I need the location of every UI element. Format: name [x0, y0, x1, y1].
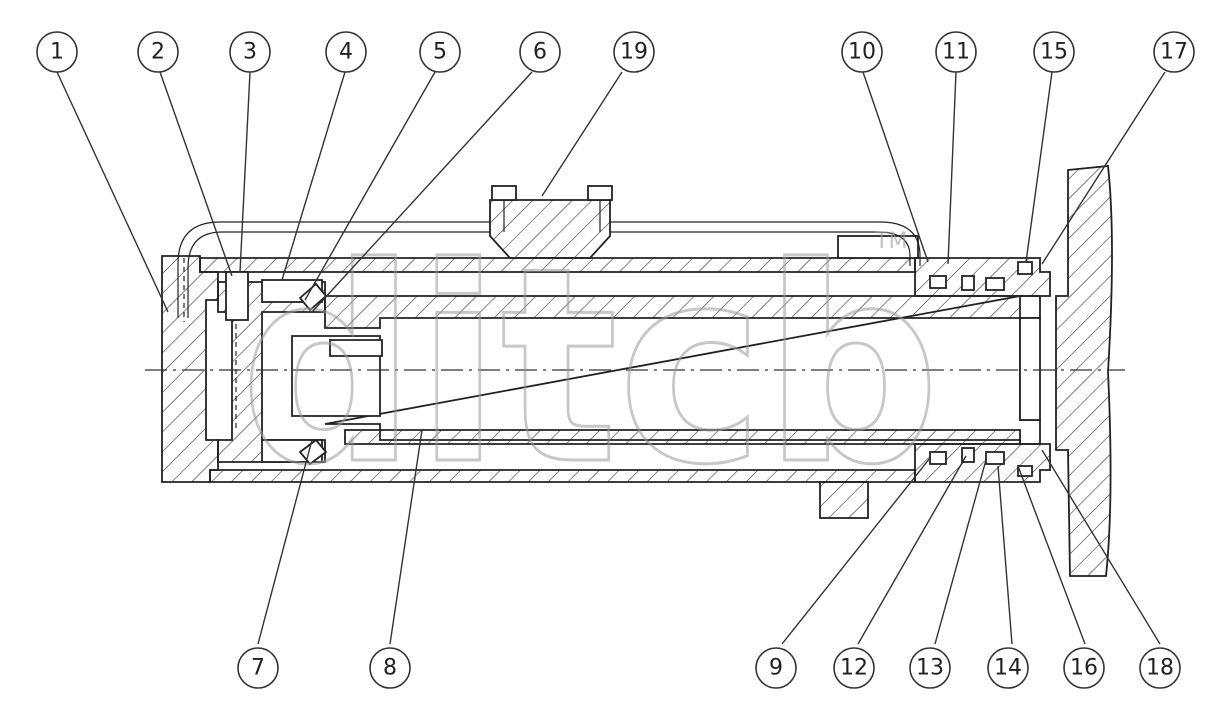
balloon-3-label: 3	[243, 40, 257, 65]
leader-17	[1041, 71, 1166, 265]
leader-2	[159, 71, 233, 277]
balloon-13-label: 13	[916, 656, 944, 681]
balloon-14: 14	[987, 647, 1029, 689]
watermark-logo: ditcb TM	[239, 208, 942, 526]
balloon-5: 5	[419, 31, 461, 73]
balloon-2: 2	[137, 31, 179, 73]
balloon-11: 11	[935, 31, 977, 73]
leader-12	[857, 455, 967, 645]
leader-13	[934, 459, 987, 645]
external-oil-tube	[177, 185, 921, 318]
balloon-19-label: 19	[620, 40, 648, 65]
leader-6	[311, 71, 533, 313]
leader-11	[947, 71, 957, 265]
mounting-flange	[1055, 165, 1113, 577]
balloon-14-label: 14	[994, 656, 1022, 681]
leader-10	[862, 71, 929, 263]
end-cap	[161, 255, 219, 483]
leader-18	[1041, 449, 1161, 645]
balloon-12: 12	[833, 647, 875, 689]
balloon-4: 4	[325, 31, 367, 73]
balloon-16: 16	[1063, 647, 1105, 689]
leader-4	[281, 71, 346, 281]
leader-14	[997, 465, 1013, 645]
balloon-1-label: 1	[50, 40, 64, 65]
leader-lines	[56, 71, 1166, 645]
watermark-trademark: TM	[874, 229, 907, 254]
leader-3	[239, 71, 251, 273]
balloon-4-label: 4	[339, 40, 353, 65]
balloon-8: 8	[369, 647, 411, 689]
leader-15	[1025, 71, 1053, 263]
balloon-18-label: 18	[1146, 656, 1174, 681]
leader-8	[389, 429, 423, 645]
balloon-18: 18	[1139, 647, 1181, 689]
balloon-5-label: 5	[433, 40, 447, 65]
balloon-6-label: 6	[533, 40, 547, 65]
watermark-text: ditcb	[240, 209, 940, 524]
piston-assembly	[217, 271, 328, 466]
balloon-16-label: 16	[1070, 656, 1098, 681]
gland-assembly	[914, 257, 1051, 483]
leader-19	[541, 71, 623, 197]
balloon-10-label: 10	[848, 40, 876, 65]
balloon-13: 13	[909, 647, 951, 689]
balloon-19: 19	[613, 31, 655, 73]
leader-9	[781, 457, 931, 645]
balloon-2-label: 2	[151, 40, 165, 65]
balloon-3: 3	[229, 31, 271, 73]
leader-1	[56, 71, 169, 313]
balloon-12-label: 12	[840, 656, 868, 681]
piston-rod	[291, 295, 1041, 445]
balloon-10: 10	[841, 31, 883, 73]
balloon-9-label: 9	[769, 656, 783, 681]
balloon-7-label: 7	[251, 656, 265, 681]
leader-5	[304, 71, 436, 301]
balloon-15: 15	[1033, 31, 1075, 73]
balloon-11-label: 11	[942, 40, 970, 65]
balloon-7: 7	[237, 647, 279, 689]
leader-7	[257, 439, 313, 645]
balloon-9: 9	[755, 647, 797, 689]
balloon-17-label: 17	[1160, 40, 1188, 65]
balloon-6: 6	[519, 31, 561, 73]
balloon-15-label: 15	[1040, 40, 1068, 65]
balloon-17: 17	[1153, 31, 1195, 73]
leader-16	[1017, 465, 1086, 645]
balloon-8-label: 8	[383, 656, 397, 681]
balloon-1: 1	[36, 31, 78, 73]
